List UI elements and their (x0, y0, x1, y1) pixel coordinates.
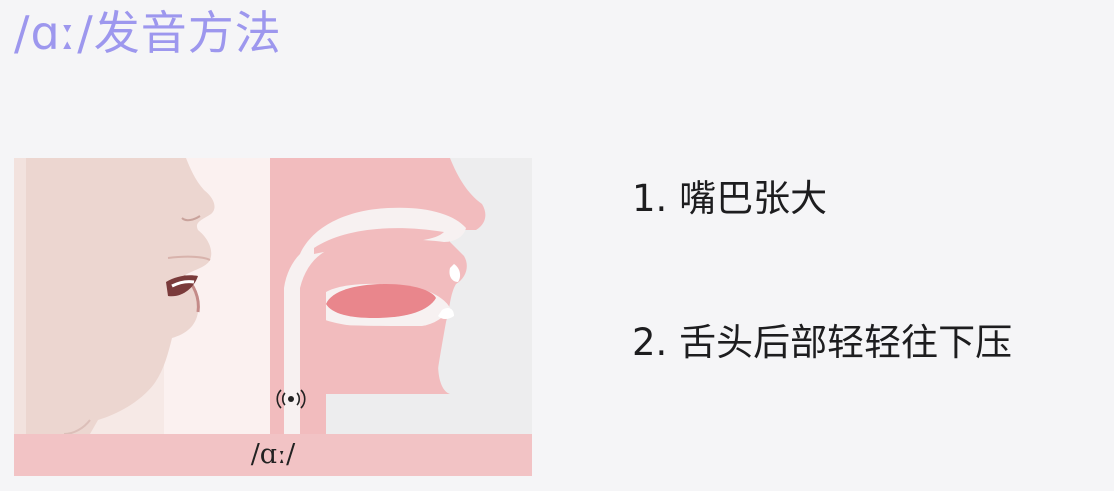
step-1: 1. 嘴巴张大 (632, 177, 828, 220)
ipa-strip (14, 434, 532, 476)
vibration-icon (276, 389, 306, 409)
ipa-label: /ɑː/ (250, 439, 296, 470)
pronunciation-illustration: /ɑː/ (14, 158, 532, 476)
face-profile-photo (14, 158, 270, 476)
illustration-graphic (14, 158, 532, 476)
page-title: /ɑː/发音方法 (14, 6, 282, 60)
mouth-cross-section-diagram (270, 158, 532, 476)
step-2: 2. 舌头后部轻轻往下压 (632, 321, 1013, 364)
